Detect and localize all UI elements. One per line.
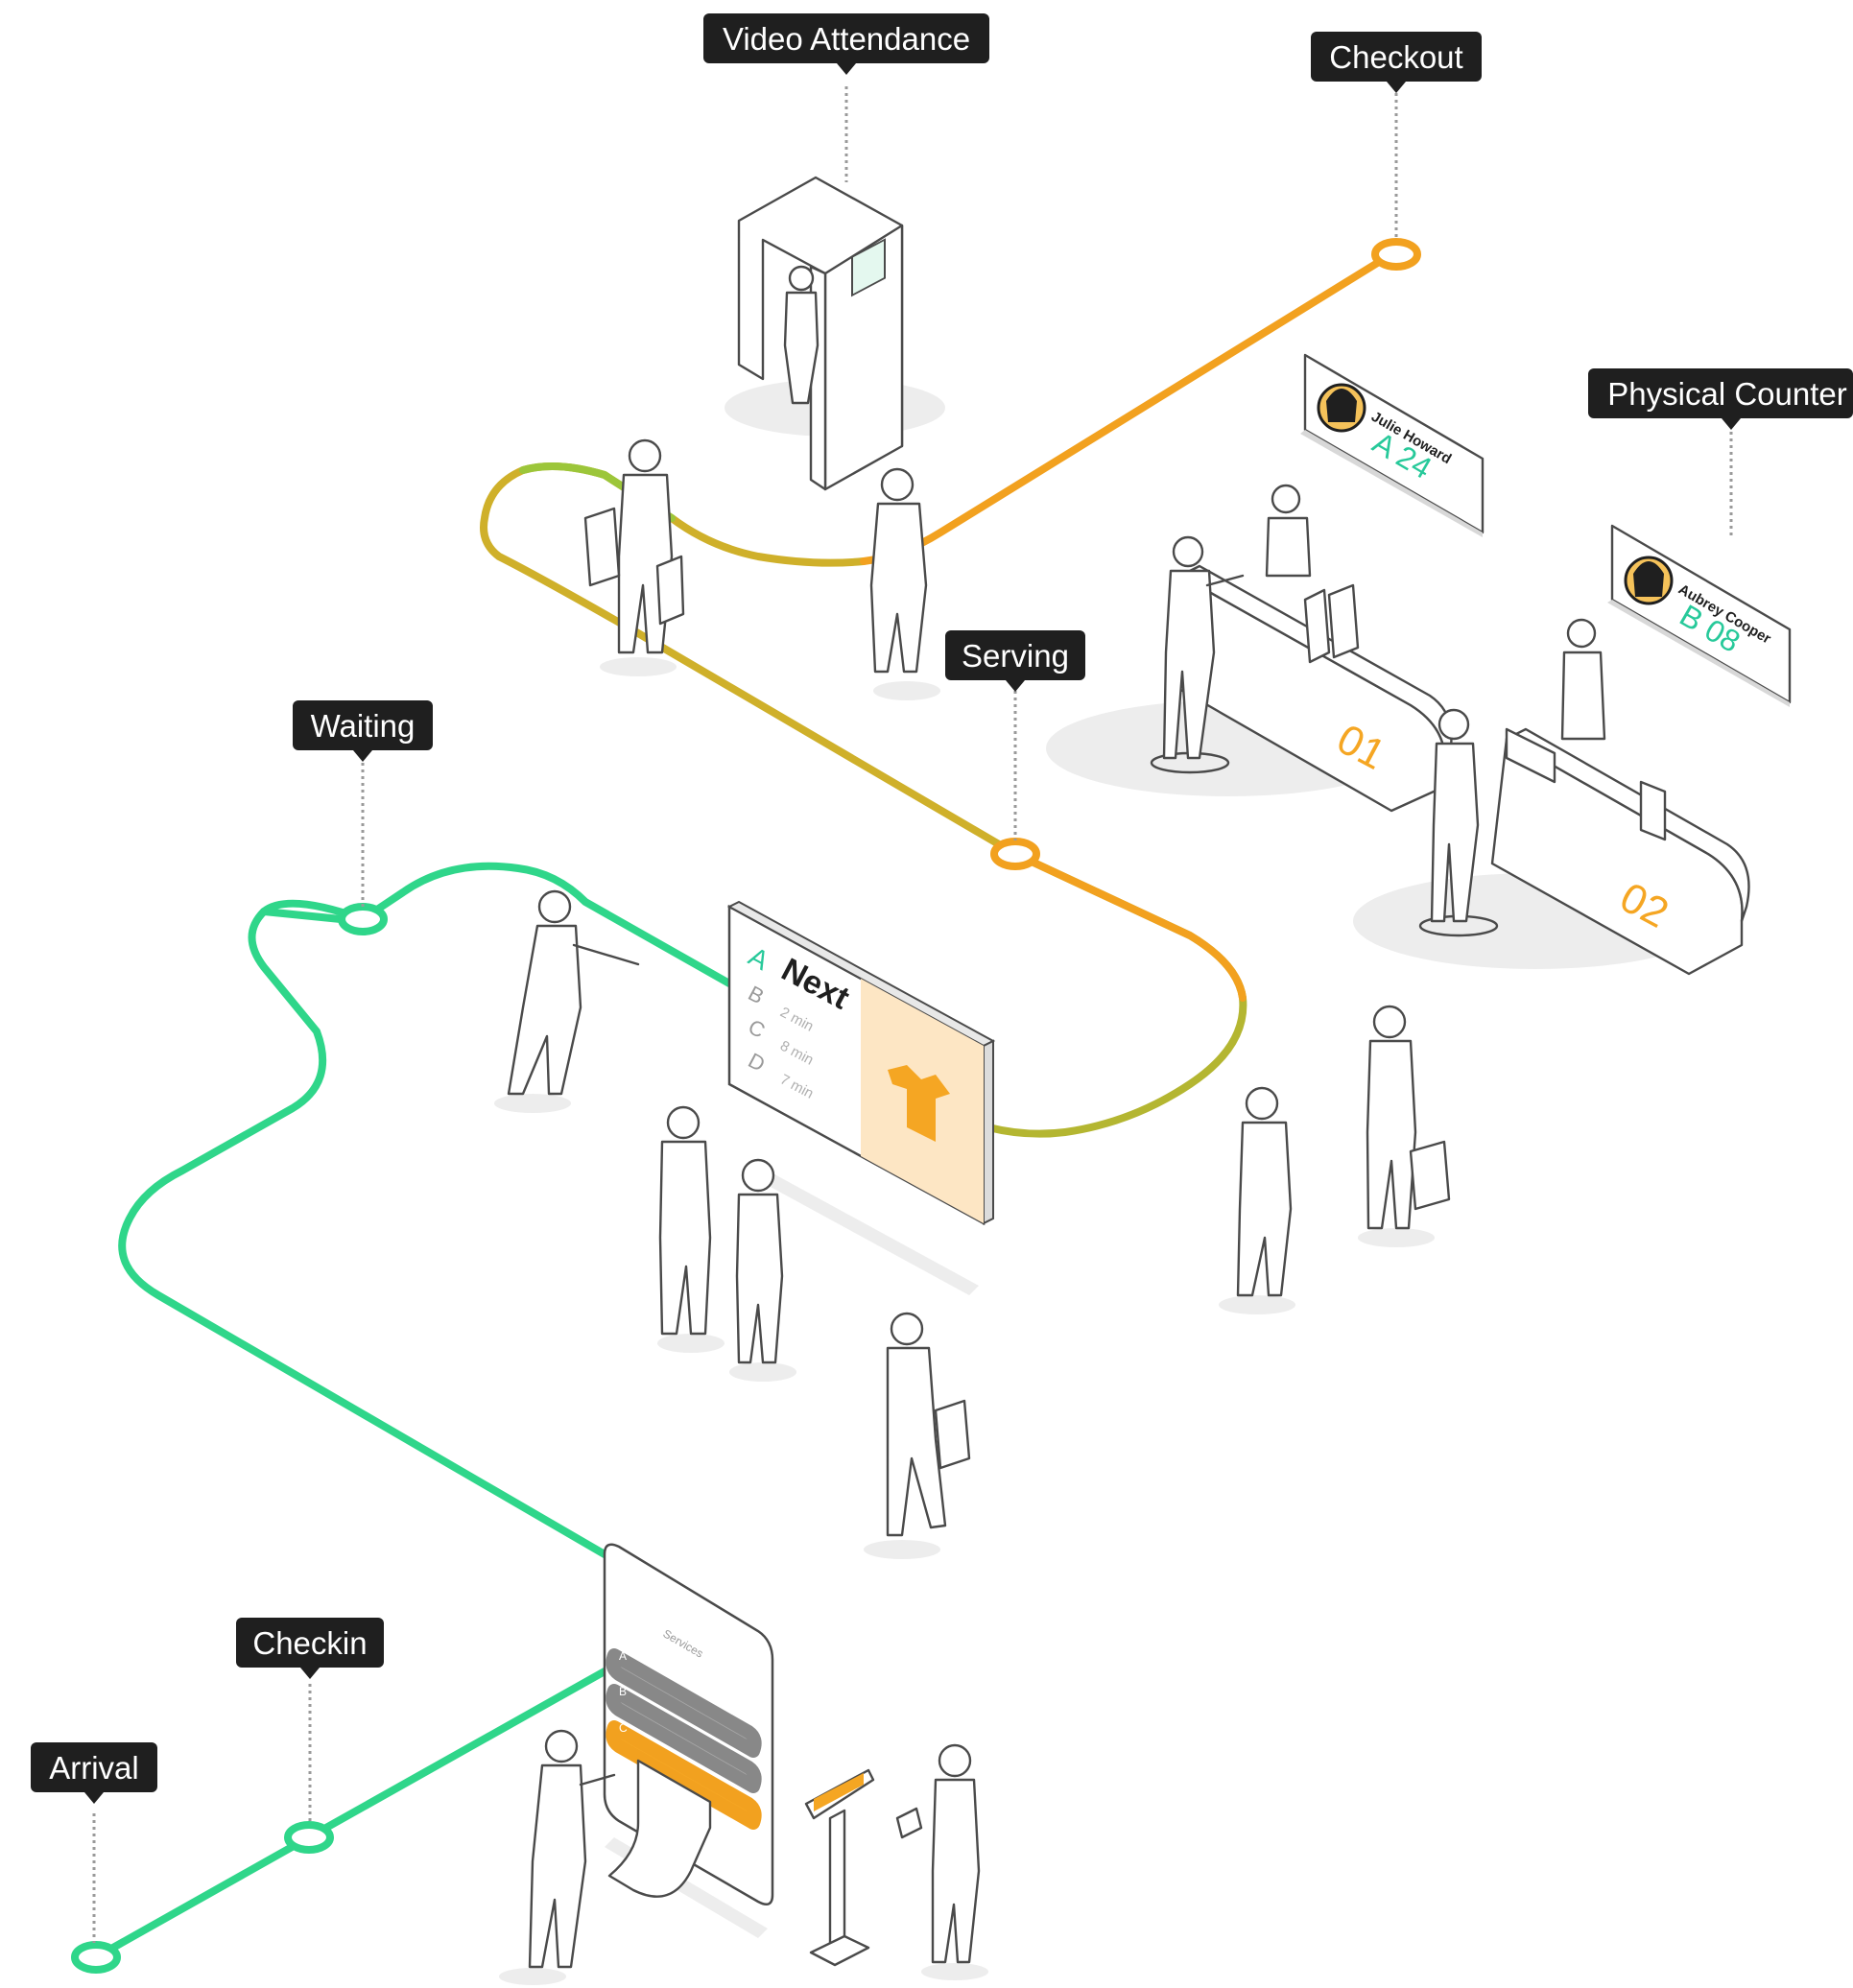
svg-text:B: B <box>619 1685 627 1698</box>
svg-text:A: A <box>619 1649 627 1663</box>
path-waiting-segment <box>264 866 729 983</box>
waiting-node <box>342 907 384 932</box>
path-arrival-to-kiosk <box>96 1671 605 1957</box>
path-screen-to-serving <box>988 854 1243 1134</box>
checkout-node <box>1375 242 1417 267</box>
person-staff-tablet <box>897 1745 988 1980</box>
arrival-node <box>75 1945 117 1970</box>
counter-02-tablet <box>1641 782 1665 840</box>
video-booth <box>725 178 945 489</box>
person-on-phone-1 <box>657 1107 725 1353</box>
person-walking-1 <box>871 469 940 700</box>
counter-02-sign: Aubrey Cooper B 08 <box>1607 526 1790 707</box>
svg-text:C: C <box>619 1721 628 1735</box>
counter-01-sign: Julie Howard A 24 <box>1300 355 1483 537</box>
svg-text:Checkout: Checkout <box>1329 39 1462 75</box>
label-physical-counter: Physical Counter <box>1588 368 1853 430</box>
label-waiting: Waiting <box>293 700 433 762</box>
info-stand <box>806 1770 873 1965</box>
svg-text:Video Attendance: Video Attendance <box>723 21 970 57</box>
kiosk: Services A B C <box>605 1545 772 1938</box>
counter-01-staff <box>1267 485 1310 576</box>
person-on-phone-2 <box>1219 1088 1295 1314</box>
person-pointing <box>494 891 638 1113</box>
svg-text:Physical Counter: Physical Counter <box>1607 376 1846 412</box>
label-checkout: Checkout <box>1311 32 1482 93</box>
svg-text:Waiting: Waiting <box>311 708 416 744</box>
person-walking-bag <box>864 1314 969 1559</box>
label-serving: Serving <box>945 630 1085 692</box>
serving-node <box>994 841 1036 866</box>
counter-02-staff <box>1562 620 1604 739</box>
label-checkin: Checkin <box>236 1618 384 1679</box>
svg-text:Checkin: Checkin <box>252 1625 367 1661</box>
svg-text:Serving: Serving <box>962 638 1069 674</box>
svg-text:Arrival: Arrival <box>49 1750 139 1786</box>
label-arrival: Arrival <box>31 1742 157 1804</box>
person-with-bags <box>1358 1006 1449 1247</box>
label-video-attendance: Video Attendance <box>703 13 989 75</box>
checkin-node <box>288 1825 330 1850</box>
path-serving-back <box>484 466 1015 854</box>
person-at-kiosk <box>499 1731 614 1985</box>
